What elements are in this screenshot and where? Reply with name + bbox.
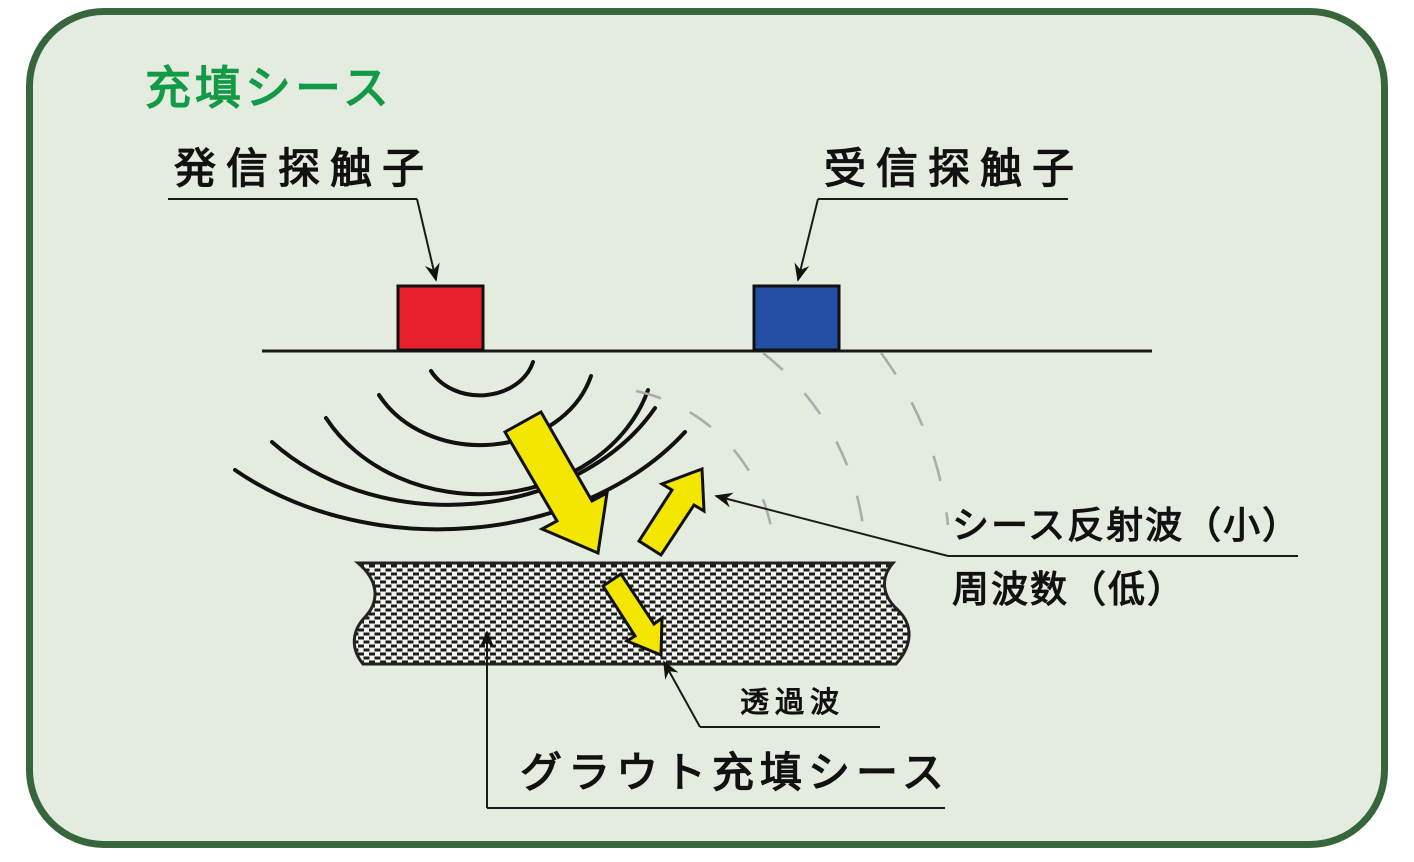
incident-wave-arrow [502,409,609,556]
diagram-title: 充填シース [145,62,393,114]
grout-sheath-label: グラウト充填シース [520,749,950,796]
annotation-lines [168,198,1298,809]
wavefront-arc [377,374,593,448]
wavefront-arc [324,388,650,497]
dashed-wavefront-arc [762,351,866,535]
wavefront-arc [270,406,657,507]
dashed-wavefront-arc [635,389,774,533]
frequency-label: 周波数（低） [952,569,1186,610]
receive-probe-label: 受信探触子 [824,145,1085,192]
sheath-reflection-label: シース反射波（小） [952,505,1302,546]
wavefront-arc [233,430,687,532]
reflected-wave-arrow [636,466,706,558]
transmitted-wave-label: 透過波 [740,687,846,719]
wave-arrows [502,409,706,658]
reflection-leader-line [714,492,949,557]
transmitted-wave-arrow [600,571,664,658]
reflected-wavefront-arcs [635,351,950,535]
transmit-wavefront-arcs [233,360,687,532]
receive-leader-line [794,198,819,282]
receive-probe-square [752,284,841,352]
transmitted-leader-line [663,660,701,728]
wavefront-arc [429,360,535,398]
diagram-panel: 充填シース [26,8,1388,848]
dashed-wavefront-arc [879,352,950,526]
transmit-leader-line [416,198,440,282]
transmit-probe-square [396,284,485,352]
transmit-probe-label: 発信探触子 [174,145,435,192]
